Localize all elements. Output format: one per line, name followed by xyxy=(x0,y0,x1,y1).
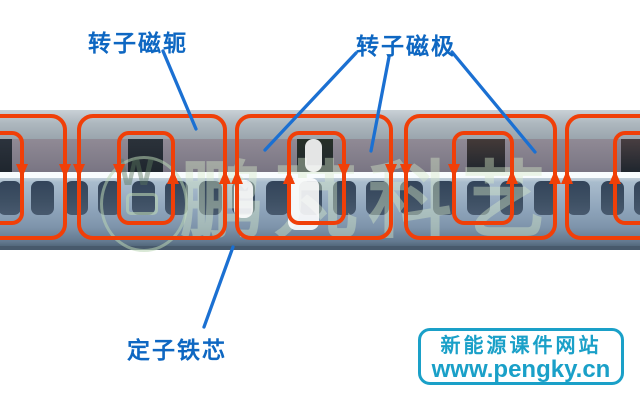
stator-slot xyxy=(0,181,21,215)
stator-slot xyxy=(31,181,54,215)
stator-slot xyxy=(98,181,121,215)
stator-slot xyxy=(64,181,88,215)
stator-slot xyxy=(332,181,356,215)
stator-slot xyxy=(165,181,188,215)
stator-slot xyxy=(600,181,624,215)
stator-slot xyxy=(265,181,289,215)
stator-slot xyxy=(567,181,590,215)
label-rotor-yoke: 转子磁轭 xyxy=(88,30,188,56)
stator-slot xyxy=(634,181,640,215)
pole-spacer xyxy=(621,139,640,172)
stator-slot xyxy=(198,181,222,215)
logo-url: www.pengky.cn xyxy=(431,356,611,383)
stator-slot xyxy=(466,181,490,215)
pointer-line xyxy=(202,245,235,329)
stator-slot xyxy=(299,181,322,215)
label-rotor-pole: 转子磁极 xyxy=(356,33,456,59)
pole-spacer xyxy=(467,139,505,172)
label-stator-core: 定子铁芯 xyxy=(127,337,227,363)
air-gap-band xyxy=(0,172,640,178)
stator-slot xyxy=(366,181,389,215)
stator-slot xyxy=(131,181,155,215)
logo-site-name: 新能源课件网站 xyxy=(440,335,602,357)
stator-slot xyxy=(533,181,557,215)
pengky-logo: 新能源课件网站 www.pengky.cn xyxy=(418,328,624,385)
stator-slot xyxy=(399,181,423,215)
rotor-yoke-band xyxy=(0,110,640,139)
pole-spacer xyxy=(128,139,163,172)
pole-spacer xyxy=(0,139,12,172)
stator-slot xyxy=(433,181,456,215)
stator-slot xyxy=(232,181,255,215)
stator-slot xyxy=(500,181,523,215)
pole-spacer xyxy=(297,139,333,172)
